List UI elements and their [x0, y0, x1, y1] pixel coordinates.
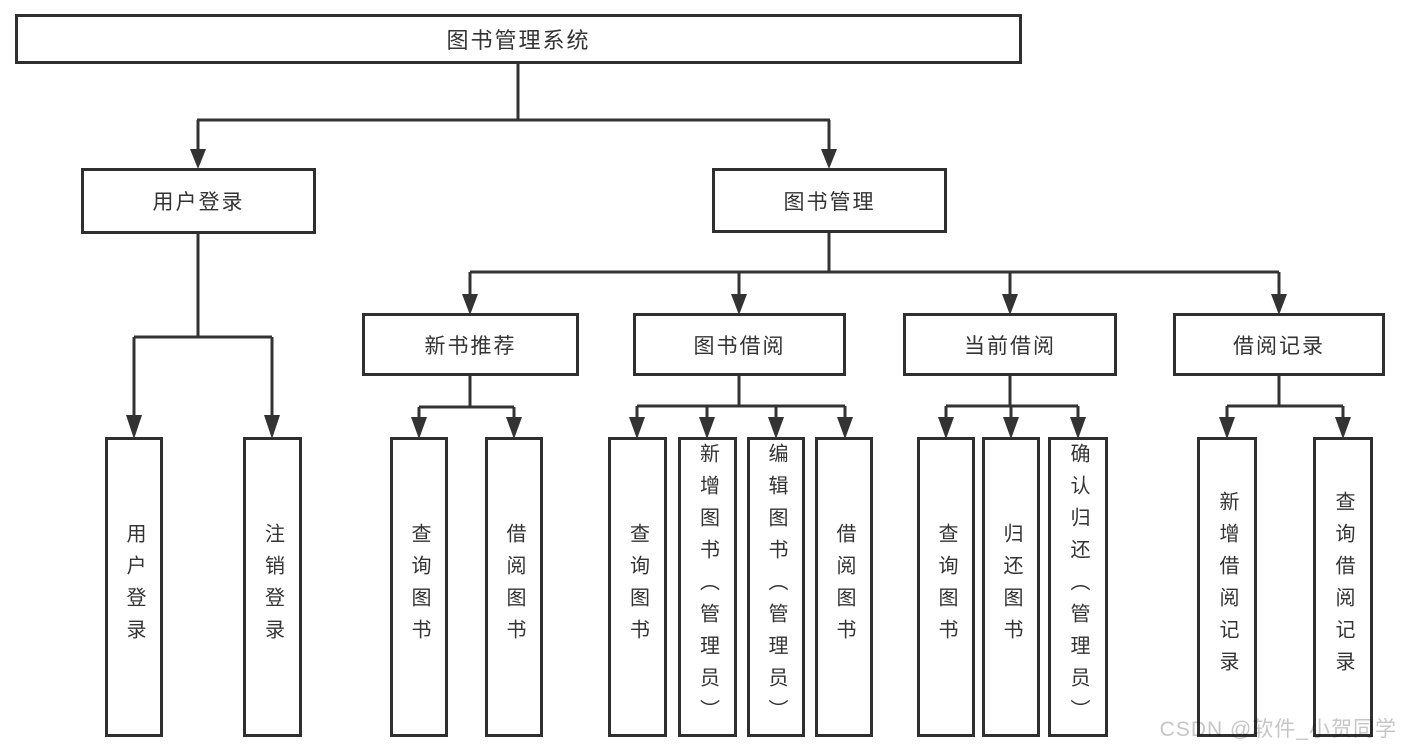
leaf-query-books-borrowing: 查询图书 — [608, 437, 667, 737]
leaf-add-books-admin: 新增图书（管理员） — [678, 437, 737, 737]
node-label: 归还图书 — [1000, 523, 1022, 651]
node-label: 用户登录 — [123, 523, 145, 651]
node-current-borrowing: 当前借阅 — [903, 313, 1117, 376]
node-label: 编辑图书（管理员） — [765, 443, 787, 731]
node-book-management: 图书管理 — [712, 168, 947, 233]
node-label: 查询图书 — [626, 523, 649, 651]
leaf-logout: 注销登录 — [243, 437, 302, 737]
leaf-return-books: 归还图书 — [982, 437, 1040, 737]
node-label: 用户登录 — [152, 191, 245, 214]
node-label: 新增借阅记录 — [1216, 491, 1238, 683]
node-label: 新增图书（管理员） — [696, 443, 719, 731]
leaf-borrow-books: 借阅图书 — [815, 437, 873, 737]
node-label: 查询借阅记录 — [1332, 491, 1354, 683]
leaf-user-login: 用户登录 — [105, 437, 163, 737]
node-label: 确认归还（管理员） — [1067, 443, 1089, 731]
leaf-query-books-current: 查询图书 — [917, 437, 975, 737]
arrowheads — [126, 149, 1351, 439]
node-label: 当前借阅 — [964, 334, 1056, 358]
node-user-login: 用户登录 — [81, 168, 316, 234]
node-label: 图书管理 — [783, 190, 876, 214]
node-library-management-system: 图书管理系统 — [15, 14, 1022, 64]
node-label: 查询图书 — [408, 523, 430, 651]
leaf-query-books-recommend: 查询图书 — [390, 437, 448, 737]
leaf-borrow-books-recommend: 借阅图书 — [485, 437, 543, 737]
node-label: 图书借阅 — [693, 334, 786, 358]
node-label: 图书管理系统 — [446, 28, 591, 53]
leaf-confirm-return-admin: 确认归还（管理员） — [1048, 437, 1108, 737]
node-label: 新书推荐 — [424, 334, 517, 358]
node-book-borrowing: 图书借阅 — [633, 313, 846, 376]
node-label: 查询图书 — [935, 523, 957, 651]
leaf-query-borrow-record: 查询借阅记录 — [1313, 437, 1373, 737]
node-borrow-records: 借阅记录 — [1173, 313, 1385, 376]
leaf-edit-books-admin: 编辑图书（管理员） — [747, 437, 805, 737]
node-label: 借阅图书 — [503, 523, 525, 651]
csdn-watermark: CSDN @软件_小贺同学 — [1159, 718, 1397, 741]
node-new-book-recommend: 新书推荐 — [362, 313, 579, 376]
leaf-add-borrow-record: 新增借阅记录 — [1197, 437, 1257, 737]
node-label: 借阅图书 — [833, 523, 855, 651]
node-label: 注销登录 — [261, 523, 284, 651]
node-label: 借阅记录 — [1233, 334, 1325, 358]
